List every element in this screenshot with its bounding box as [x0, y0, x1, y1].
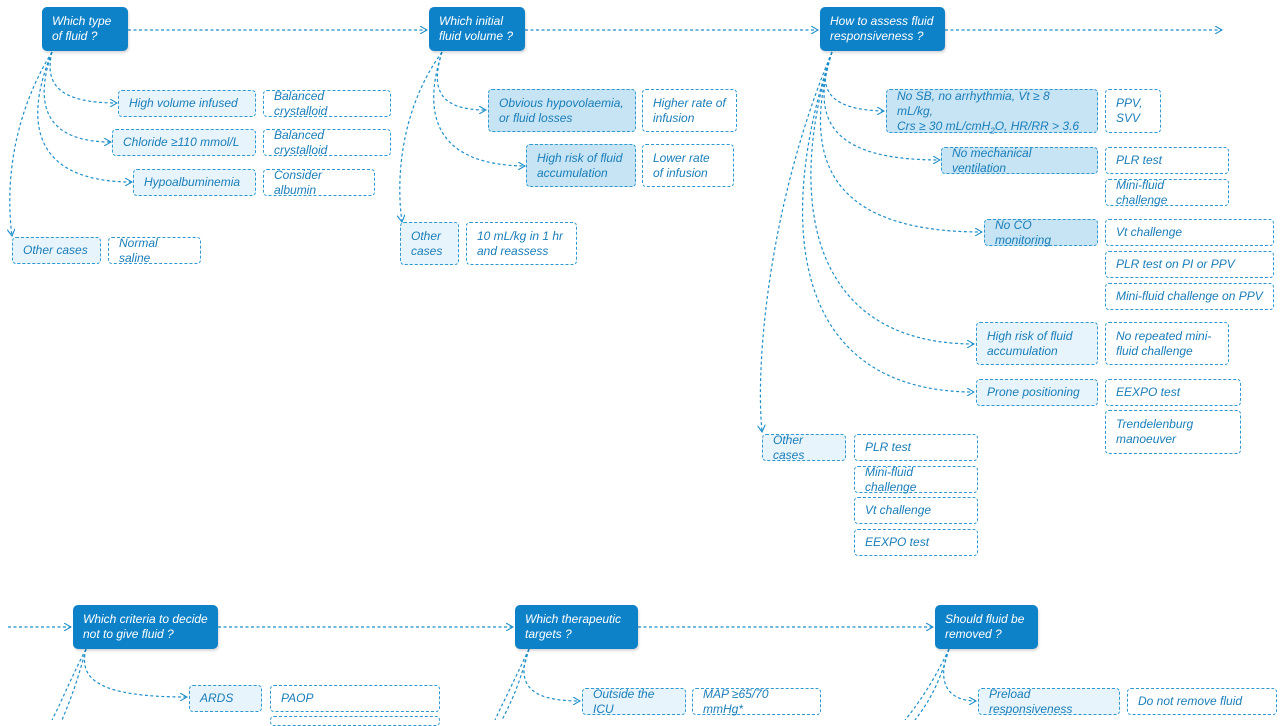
recommendation-consider-albumin: Consider albumin: [263, 168, 375, 197]
condition-high-risk-accumulation-resp: High risk of fluid accumulation: [976, 322, 1098, 365]
recommendation-normal-saline: Normal saline: [108, 236, 201, 265]
branch-no-co: [819, 51, 982, 232]
recommendation-plr-test-1: PLR test: [1105, 147, 1229, 174]
branch-high-volume: [49, 51, 117, 103]
recommendation-ppv-svv: PPV, SVV: [1105, 89, 1161, 133]
branch-prone: [801, 51, 974, 392]
recommendation-10ml-per-kg: 10 mL/kg in 1 hr and reassess: [466, 222, 577, 265]
branch-other-volume: [400, 51, 443, 222]
recommendation-balanced-crystalloid-1: Balanced crystalloid: [263, 89, 391, 118]
recommendation-plr-on-pi-ppv: PLR test on PI or PPV: [1105, 251, 1274, 278]
question-therapeutic-targets: Which therapeutic targets ?: [515, 605, 638, 649]
recommendation-paop: PAOP: [270, 685, 440, 712]
condition-hypoalbuminemia: Hypoalbuminemia: [133, 169, 256, 196]
condition-no-mechanical-ventilation: No mechanical ventilation: [941, 146, 1098, 175]
question-fluid-type: Which type of fluid ?: [42, 7, 128, 51]
condition-outside-icu: Outside the ICU: [582, 687, 686, 716]
recommendation-lower-rate: Lower rate of infusion: [642, 144, 734, 187]
question-fluid-volume: Which initial fluid volume ?: [429, 7, 525, 51]
recommendation-map-target: MAP ≥65/70 mmHg*: [692, 687, 821, 716]
branch-ards: [83, 648, 187, 697]
recommendation-trendelenburg: Trendelenburg manoeuver: [1105, 410, 1241, 454]
recommendation-mini-fluid-1: Mini-fluid challenge: [1105, 178, 1229, 207]
condition-obvious-hypovolaemia: Obvious hypovolaemia, or fluid losses: [488, 89, 636, 132]
condition-other-cases-fluid: Other cases: [12, 237, 101, 264]
recommendation-eexpo-test-1: EEXPO test: [1105, 379, 1241, 406]
recommendation-vt-challenge-2: Vt challenge: [854, 497, 978, 524]
condition-no-co-monitoring: No CO monitoring: [984, 218, 1098, 247]
branch-outside-icu: [523, 648, 580, 701]
condition-chloride: Chloride ≥110 mmol/L: [112, 129, 256, 156]
condition-other-cases-volume: Other cases: [400, 222, 459, 265]
condition-preload-responsiveness: Preload responsiveness: [978, 687, 1120, 716]
recommendation-balanced-crystalloid-2: Balanced crystalloid: [263, 128, 391, 157]
question-criteria-not-give: Which criteria to decide not to give flu…: [73, 605, 218, 649]
recommendation-do-not-remove-fluid: Do not remove fluid: [1127, 688, 1277, 715]
condition-ards: ARDS: [189, 685, 262, 712]
branch-high-risk-volume: [433, 51, 525, 166]
recommendation-eexpo-test-2: EEXPO test: [854, 529, 978, 556]
branch-no-sb: [824, 51, 884, 111]
recommendation-plr-test-2: PLR test: [854, 434, 978, 461]
question-fluid-removal: Should fluid be removed ?: [935, 605, 1038, 649]
recommendation-higher-rate: Higher rate of infusion: [642, 89, 737, 132]
branch-other-fluid: [10, 51, 53, 236]
condition-no-spontaneous-breathing: No SB, no arrhythmia, Vt ≥ 8 mL/kg,Crs ≥…: [886, 89, 1098, 134]
branch-hypovol: [436, 51, 486, 110]
branch-other-resp: [760, 51, 833, 432]
question-fluid-responsiveness: How to assess fluid responsiveness ?: [820, 7, 945, 51]
condition-high-volume: High volume infused: [118, 90, 256, 117]
branch-preload: [943, 648, 976, 701]
branch-high-risk-resp: [810, 51, 974, 344]
condition-prone-positioning: Prone positioning: [976, 379, 1098, 406]
recommendation-mini-fluid-2: Mini-fluid challenge: [854, 465, 978, 494]
recommendation-vt-challenge-1: Vt challenge: [1105, 219, 1274, 246]
condition-high-risk-accumulation-volume: High risk of fluid accumulation: [526, 144, 636, 187]
box-partial-criteria: [270, 716, 440, 726]
branch-hypoalb: [37, 51, 132, 182]
recommendation-mini-fluid-on-ppv: Mini-fluid challenge on PPV: [1105, 283, 1274, 310]
condition-other-cases-resp: Other cases: [762, 433, 846, 462]
recommendation-no-repeated-mini-fluid: No repeated mini-fluid challenge: [1105, 322, 1229, 365]
branch-chloride: [43, 51, 111, 142]
